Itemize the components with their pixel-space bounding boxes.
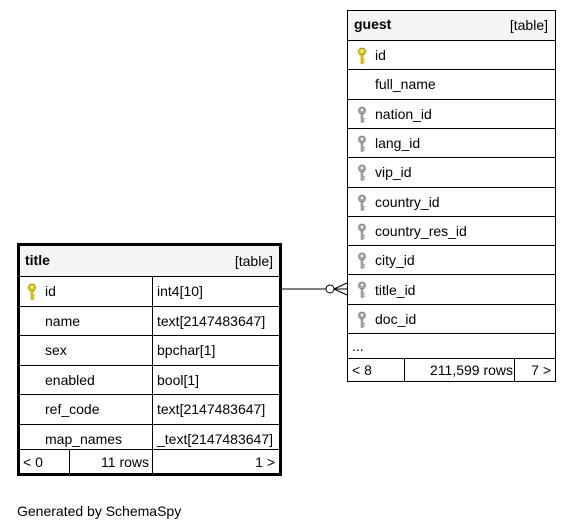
guest-table[interactable]: guest [table] id full_name nation_id lang_i…	[347, 10, 556, 382]
title-table-row[interactable]: name text[2147483647]	[20, 305, 279, 335]
column-type: bpchar[1]	[157, 342, 216, 359]
generated-by-label: Generated by SchemaSpy	[17, 503, 182, 519]
foreign-key-icon	[357, 281, 367, 299]
primary-key-icon	[27, 283, 37, 301]
column-name: country_id	[375, 193, 440, 210]
foreign-key-icon	[357, 135, 367, 153]
column-name: sex	[45, 342, 67, 359]
column-name: full_name	[375, 76, 436, 93]
title-table-row[interactable]: enabled bool[1]	[20, 364, 279, 394]
guest-table-name: guest	[354, 16, 392, 32]
title-table-row[interactable]: id int4[10]	[20, 276, 279, 306]
guest-table-row[interactable]: doc_id	[348, 303, 555, 333]
column-name: country_res_id	[375, 222, 467, 239]
crow-foot-lower	[333, 288, 348, 296]
guest-footer-rows: 211,599 rows	[429, 362, 513, 378]
column-name: enabled	[45, 371, 95, 388]
foreign-key-icon	[357, 223, 367, 241]
title-footer-children[interactable]: 1 >	[255, 453, 275, 470]
column-type: _text[2147483647]	[157, 430, 273, 447]
guest-table-row[interactable]: nation_id	[348, 98, 555, 128]
column-type: text[2147483647]	[157, 401, 266, 418]
foreign-key-icon	[357, 252, 367, 270]
crow-foot-upper	[333, 282, 348, 290]
column-name: name	[45, 312, 81, 329]
column-name: doc_id	[375, 310, 417, 327]
guest-table-row[interactable]: lang_id	[348, 127, 555, 157]
guest-table-header: guest [table]	[348, 11, 555, 40]
guest-table-row[interactable]: country_res_id	[348, 215, 555, 245]
column-name: lang_id	[375, 135, 421, 152]
guest-table-row[interactable]: city_id	[348, 245, 555, 274]
column-name: map_names	[45, 430, 123, 447]
title-table-header: title [table]	[20, 246, 279, 276]
guest-table-row[interactable]: vip_id	[348, 157, 555, 186]
column-name: vip_id	[375, 164, 412, 181]
guest-table-row[interactable]: country_id	[348, 186, 555, 216]
foreign-key-icon	[357, 311, 367, 329]
zero-optional-marker	[325, 284, 335, 294]
guest-table-row[interactable]: id	[348, 40, 555, 69]
foreign-key-icon	[357, 164, 367, 182]
column-name: nation_id	[375, 105, 432, 122]
guest-table-row[interactable]: title_id	[348, 274, 555, 303]
column-type: bool[1]	[157, 371, 200, 388]
column-name: ref_code	[45, 401, 100, 418]
column-type: text[2147483647]	[157, 312, 266, 329]
title-table-row[interactable]: map_names _text[2147483647]	[20, 423, 279, 453]
column-name: id	[375, 47, 386, 64]
column-name: id	[45, 283, 56, 300]
primary-key-icon	[357, 47, 367, 65]
guest-table-ellipsis-row: ...	[348, 333, 555, 358]
title-table-footer: < 0 11 rows 1 >	[20, 449, 279, 473]
guest-table-row[interactable]: full_name	[348, 69, 555, 98]
column-name: title_id	[375, 281, 416, 298]
title-footer-rows: 11 rows	[101, 453, 149, 470]
guest-footer-children[interactable]: 7 >	[531, 362, 551, 378]
title-table-row[interactable]: ref_code text[2147483647]	[20, 394, 279, 424]
guest-table-kind: [table]	[509, 17, 548, 33]
title-table-kind: [table]	[234, 253, 273, 269]
foreign-key-icon	[357, 106, 367, 124]
foreign-key-icon	[357, 194, 367, 212]
title-table-name: title	[25, 252, 50, 268]
column-type: int4[10]	[157, 283, 203, 300]
guest-ellipsis: ...	[352, 338, 364, 354]
guest-table-footer: < 8 211,599 rows 7 >	[348, 358, 555, 381]
title-table-row[interactable]: sex bpchar[1]	[20, 335, 279, 365]
guest-footer-parents[interactable]: < 8	[352, 362, 372, 378]
title-table[interactable]: title [table] id int4[10] name text[2147483…	[17, 243, 282, 476]
column-name: city_id	[375, 252, 415, 269]
title-footer-parents[interactable]: < 0	[23, 453, 43, 470]
